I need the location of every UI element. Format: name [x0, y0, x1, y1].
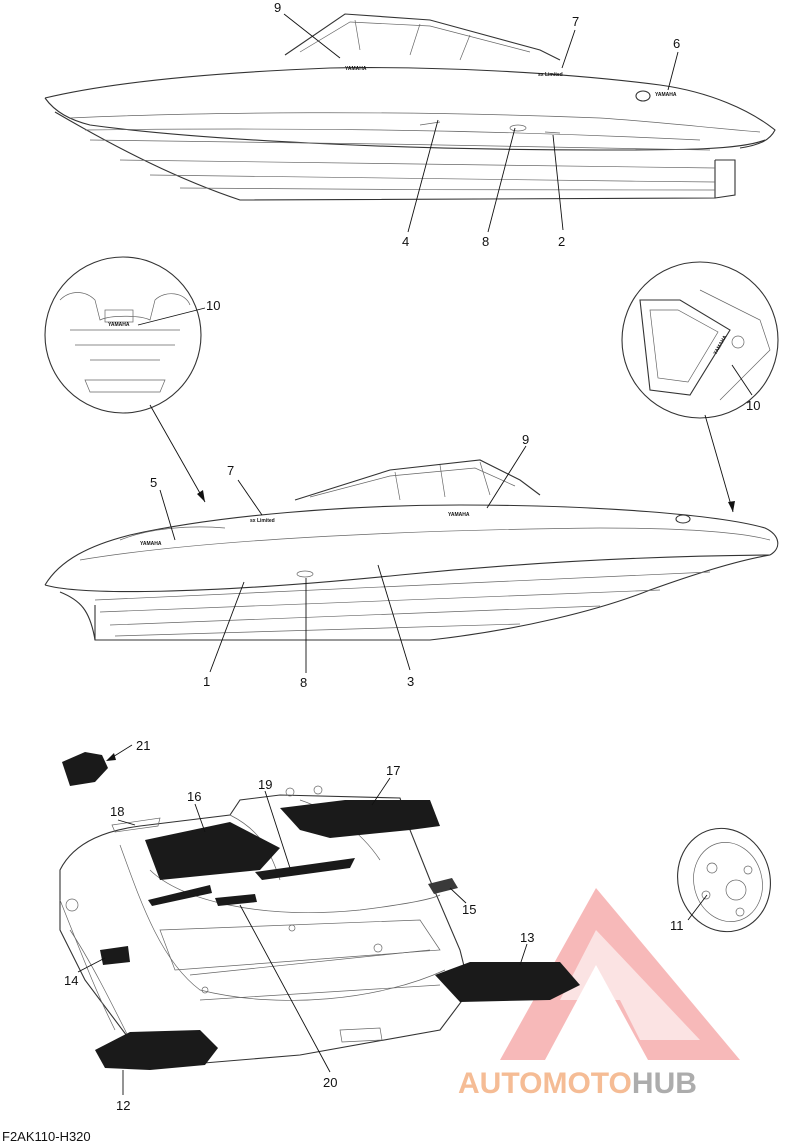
- decal-model-label: sx Limited: [538, 72, 563, 78]
- callout-21: 21: [136, 738, 150, 753]
- watermark-logo: AUTOMOTOHUB: [458, 888, 740, 1100]
- callout-18: 18: [110, 804, 124, 819]
- callout-16: 16: [187, 789, 201, 804]
- decal-yamaha-bow-label: YAMAHA: [655, 92, 677, 98]
- mat-21: [62, 752, 108, 786]
- decal-yamaha-label: YAMAHA: [345, 66, 367, 72]
- watermark-triangle-inner-icon: [560, 930, 700, 1040]
- svg-text:AUTOMOTOHUB: AUTOMOTOHUB: [458, 1067, 697, 1100]
- decal-yamaha-detail-left: YAMAHA: [108, 322, 130, 328]
- mat-17: [280, 800, 440, 838]
- callout-8-mid: 8: [300, 675, 307, 690]
- callout-10-right: 10: [746, 398, 760, 413]
- decal-model-mid: sx Limited: [250, 518, 275, 524]
- cockpit-view: [59, 752, 580, 1070]
- detail-circle-left: YAMAHA 10: [44, 256, 220, 414]
- callouts-boat-top: 9 7 6 4 8 2: [274, 0, 680, 249]
- callout-9-mid: 9: [522, 432, 529, 447]
- callout-4: 4: [402, 234, 409, 249]
- callout-10-left: 10: [206, 298, 220, 313]
- callout-9: 9: [274, 0, 281, 15]
- callout-1: 1: [203, 674, 210, 689]
- mat-19: [255, 858, 355, 880]
- mat-20: [215, 894, 257, 906]
- detail-circle-right: YAMAHA 10: [621, 261, 779, 419]
- watermark-text-hub: HUB: [632, 1067, 697, 1100]
- callout-6: 6: [673, 36, 680, 51]
- decal-yamaha-bow-mid: YAMAHA: [140, 541, 162, 547]
- callouts-boat-middle: 5 7 9 1 8 3: [150, 432, 529, 690]
- steering-wheel-detail: [677, 827, 771, 933]
- callout-2: 2: [558, 234, 565, 249]
- part-15: [428, 878, 458, 894]
- boat-side-view-middle: YAMAHA sx Limited YAMAHA: [44, 459, 779, 641]
- mat-16: [145, 822, 280, 880]
- mat-13: [435, 962, 580, 1002]
- callout-3: 3: [407, 674, 414, 689]
- callouts-cockpit: 21 16 17 18 19 15 13 11 14 12 20: [64, 738, 708, 1113]
- callout-20: 20: [323, 1075, 337, 1090]
- callout-14: 14: [64, 973, 78, 988]
- callout-5: 5: [150, 475, 157, 490]
- callout-19: 19: [258, 777, 272, 792]
- watermark-text-moto: MOTO: [542, 1067, 631, 1100]
- mat-12: [95, 1030, 218, 1070]
- callout-11: 11: [670, 918, 684, 933]
- boat-side-view-top: YAMAHA sx Limited YAMAHA: [44, 13, 776, 201]
- decal-yamaha-mid: YAMAHA: [448, 512, 470, 518]
- diagram-reference-code: F2AK110-H320: [2, 1129, 91, 1144]
- callout-12: 12: [116, 1098, 130, 1113]
- callout-8: 8: [482, 234, 489, 249]
- callout-17: 17: [386, 763, 400, 778]
- watermark-text-auto: AUTO: [458, 1067, 542, 1100]
- mat-side-left: [148, 885, 212, 906]
- callout-15: 15: [462, 902, 476, 917]
- callout-7-mid: 7: [227, 463, 234, 478]
- detail-arrows: [149, 404, 735, 513]
- mat-14: [100, 946, 130, 965]
- callout-13: 13: [520, 930, 534, 945]
- callout-7: 7: [572, 14, 579, 29]
